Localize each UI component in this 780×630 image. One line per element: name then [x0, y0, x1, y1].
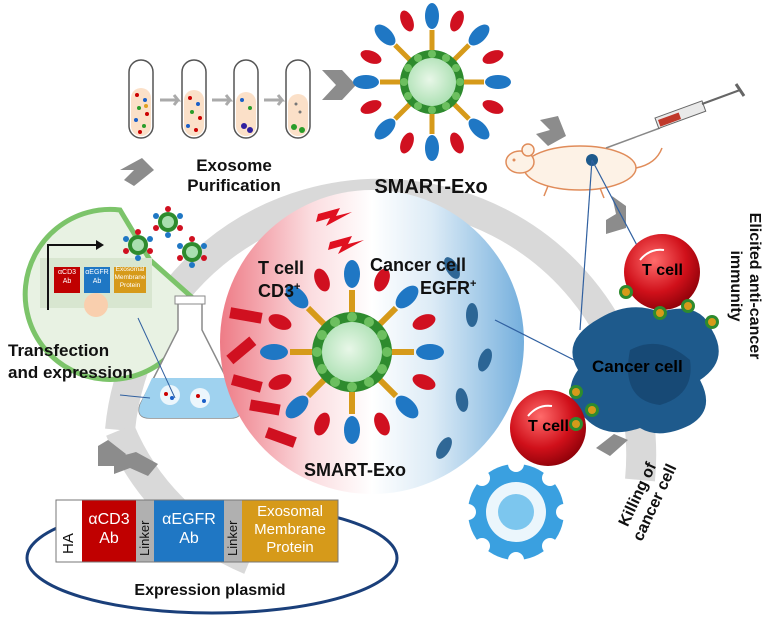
plasmid-exo-line3: Protein — [266, 539, 314, 556]
secreted-exosomes — [123, 206, 207, 268]
cancer-cell-label: Cancer cell — [592, 357, 683, 376]
central-circle — [220, 190, 524, 494]
t-cell-top — [624, 234, 700, 310]
cell-acd3-label: αCD3 Ab — [57, 269, 77, 285]
dead-cancer-cell — [460, 456, 572, 568]
flask-icon — [138, 295, 242, 419]
cell-aegfr-label: αEGFR Ab — [85, 269, 109, 285]
egfr-text: EGFR — [420, 278, 471, 298]
egfr-sup: + — [470, 278, 477, 290]
syringe-icon — [605, 83, 746, 149]
lightning-icon — [316, 208, 364, 254]
mouse-icon — [505, 143, 663, 199]
smart-exo-center-label: SMART-Exo — [303, 460, 406, 480]
cycle-chevrons — [98, 70, 628, 476]
plasmid-aegfr-label: αEGFR Ab — [154, 510, 224, 548]
plasmid-acd3-line2: Ab — [99, 530, 119, 547]
chevron-down-icon — [606, 196, 626, 234]
tcell-top-label: T cell — [642, 262, 683, 279]
center-cd3-label: CD3+ — [258, 281, 300, 302]
plasmid-acd3-line1: αCD3 — [88, 511, 130, 528]
smart-exo-top-particle — [353, 3, 511, 161]
center-cancer-label: Cancer cell — [370, 255, 467, 275]
t-cell-bottom — [510, 390, 586, 466]
chevron-right-icon — [322, 70, 356, 100]
smart-exo-center-particle — [260, 260, 444, 444]
chevron-up-right-icon — [120, 158, 154, 186]
plasmid-exo-line2: Membrane — [254, 521, 326, 538]
plasmid-exo-line1: Exosomal — [257, 503, 323, 520]
cd3-sup: + — [294, 281, 301, 293]
cd3-text: CD3 — [258, 281, 295, 301]
smart-exo-top-label: SMART-Exo — [374, 176, 488, 198]
transfection-label: Transfection and expression — [8, 341, 133, 382]
chevron-up-icon-2 — [114, 452, 158, 476]
chevron-left-icon — [596, 434, 628, 456]
producer-cell — [22, 206, 198, 382]
plasmid-linker2-label: Linker — [225, 520, 240, 556]
cell-exo-protein-label: Exosomal Membrane Protein — [114, 266, 146, 289]
plasmid — [25, 499, 399, 615]
test-tubes — [128, 59, 311, 139]
center-tcell-label: T cell — [258, 258, 305, 278]
plasmid-linker1-label: Linker — [137, 520, 152, 556]
center-egfr-label: EGFR+ — [420, 278, 476, 299]
plasmid-aegfr-line2: Ab — [179, 530, 199, 547]
elicited-immunity-label: Elicited anti-cancer immunity — [727, 212, 763, 360]
expression-plasmid-label: Expression plasmid — [134, 582, 286, 599]
exosome-purification-label: Exosome Purification — [187, 156, 281, 195]
bridging-exosomes — [569, 285, 719, 431]
plasmid-aegfr-line1: αEGFR — [162, 511, 216, 528]
plasmid-ha-label: HA — [60, 533, 77, 554]
tcell-bottom-label: T cell — [528, 418, 569, 435]
chevron-down-right-icon — [536, 116, 566, 146]
